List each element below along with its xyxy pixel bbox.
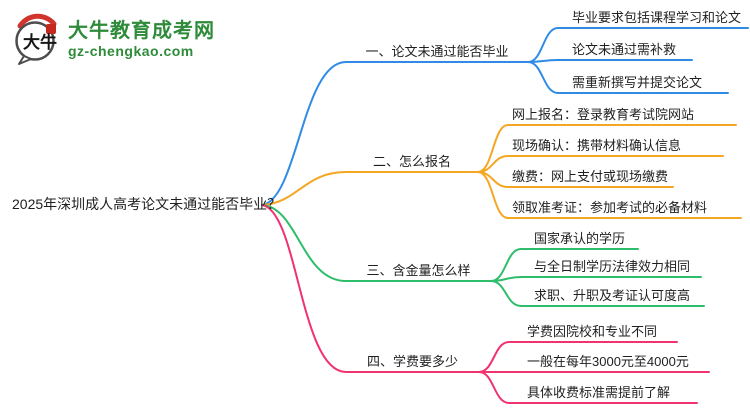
branch-1-leaf-2: 论文未通过需补救 bbox=[572, 42, 677, 57]
branch-3-leaf-3: 求职、升职及考证认可度高 bbox=[534, 288, 691, 303]
site-name: 大牛教育成考网 bbox=[68, 20, 215, 42]
branch-4-leaf-2: 一般在每年3000元至4000元 bbox=[527, 354, 689, 369]
branch-3-lines bbox=[261, 204, 705, 307]
branch-2-leaf-2: 现场确认：携带材料确认信息 bbox=[512, 138, 682, 153]
branch-2-leaf-3: 缴费：网上支付或现场缴费 bbox=[512, 169, 669, 184]
branch-2-label: 二、怎么报名 bbox=[372, 154, 451, 169]
branch-2-leaf-4: 领取准考证：参加考试的必备材料 bbox=[512, 200, 708, 215]
logo-bubble-icon: 大牛 bbox=[15, 13, 57, 65]
branch-3-leaf-2: 与全日制学历法律效力相同 bbox=[534, 259, 691, 274]
branch-4-leaf-3: 具体收费标准需提前了解 bbox=[527, 385, 671, 400]
central-topic: 2025年深圳成人高考论文未通过能否毕业？ bbox=[12, 196, 282, 212]
branch-4-leaf-1: 学费因院校和专业不同 bbox=[527, 324, 658, 339]
logo-seal bbox=[46, 24, 56, 34]
branch-2-leaf-1: 网上报名：登录教育考试院网站 bbox=[512, 107, 695, 122]
branch-1-lines bbox=[261, 27, 749, 206]
branch-1-leaf-3: 需重新撰写并提交论文 bbox=[572, 75, 703, 90]
site-url: gz-chengkao.com bbox=[68, 43, 194, 59]
logo-characters: 大牛 bbox=[23, 32, 57, 52]
branch-2-lines bbox=[261, 124, 742, 219]
branch-1-label: 一、论文未通过能否毕业 bbox=[365, 44, 509, 59]
branch-3-label: 三、含金量怎么样 bbox=[366, 263, 471, 278]
branch-1-leaf-1: 毕业要求包括课程学习和论文 bbox=[572, 10, 742, 25]
branch-4-lines bbox=[261, 204, 710, 404]
site-logo: 大牛 大牛教育成考网 gz-chengkao.com bbox=[12, 12, 215, 66]
branch-4-label: 四、学费要多少 bbox=[366, 354, 458, 369]
branch-3-leaf-1: 国家承认的学历 bbox=[534, 231, 626, 246]
